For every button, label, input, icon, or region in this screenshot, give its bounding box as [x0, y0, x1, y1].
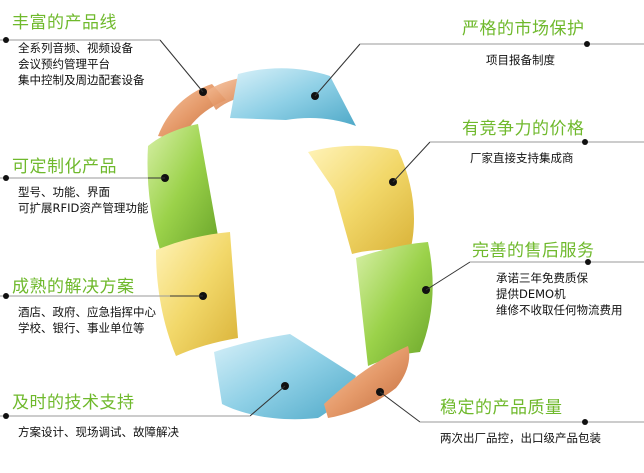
feature-item: 维修不收取任何物流费用: [496, 303, 623, 317]
feature-title-customizable: 可定制化产品: [12, 157, 117, 177]
feature-title-tech-support: 及时的技术支持: [12, 393, 135, 413]
feature-title-after-sales: 完善的售后服务: [472, 241, 595, 261]
segment-orange-bottom: [324, 346, 410, 418]
feature-item: 提供DEMO机: [496, 287, 566, 301]
feature-item: 承诺三年免费质保: [496, 271, 588, 285]
segment-green-left: [147, 124, 218, 250]
segment-blue-bottom: [214, 334, 356, 420]
feature-title-competitive-price: 有竞争力的价格: [462, 119, 585, 139]
feature-title-market-protection: 严格的市场保护: [462, 19, 585, 39]
segment-blue-top: [230, 68, 356, 126]
leader-market-protection: [314, 43, 361, 97]
feature-item: 学校、银行、事业单位等: [18, 321, 145, 335]
feature-item: 集中控制及周边配套设备: [18, 73, 145, 87]
leader-stable-quality: [379, 391, 421, 423]
feature-desc-customizable: 型号、功能、界面 可扩展RFID资产管理功能: [18, 184, 148, 216]
feature-item: 项目报备制度: [486, 53, 555, 67]
segment-yellow-right: [308, 145, 414, 254]
segment-yellow-left: [156, 232, 238, 356]
feature-item: 会议预约管理平台: [18, 57, 110, 71]
segment-green-right: [356, 242, 433, 366]
feature-desc-rich-products: 全系列音频、视频设备 会议预约管理平台 集中控制及周边配套设备: [18, 40, 145, 88]
feature-desc-stable-quality: 两次出厂品控，出口级产品包装: [440, 430, 601, 446]
feature-item: 可扩展RFID资产管理功能: [18, 201, 149, 215]
feature-desc-after-sales: 承诺三年免费质保 提供DEMO机 维修不收取任何物流费用: [496, 270, 623, 318]
feature-title-rich-products: 丰富的产品线: [12, 13, 117, 33]
feature-desc-competitive-price: 厂家直接支持集成商: [470, 150, 574, 166]
feature-item: 型号、功能、界面: [18, 185, 110, 199]
feature-desc-market-protection: 项目报备制度: [486, 52, 555, 68]
feature-item: 酒店、政府、应急指挥中心: [18, 305, 156, 319]
feature-title-stable-quality: 稳定的产品质量: [440, 398, 563, 418]
leader-after-sales: [425, 261, 471, 291]
leader-competitive-price: [392, 141, 431, 183]
feature-desc-tech-support: 方案设计、现场调试、故障解决: [18, 424, 179, 440]
feature-item: 全系列音频、视频设备: [18, 41, 133, 55]
feature-title-mature-solutions: 成熟的解决方案: [12, 277, 135, 297]
leader-tech-support: [249, 385, 286, 417]
leader-rich-products: [159, 39, 204, 93]
feature-item: 两次出厂品控，出口级产品包装: [440, 431, 601, 445]
feature-item: 方案设计、现场调试、故障解决: [18, 425, 179, 439]
feature-desc-mature-solutions: 酒店、政府、应急指挥中心 学校、银行、事业单位等: [18, 304, 156, 336]
feature-item: 厂家直接支持集成商: [470, 151, 574, 165]
